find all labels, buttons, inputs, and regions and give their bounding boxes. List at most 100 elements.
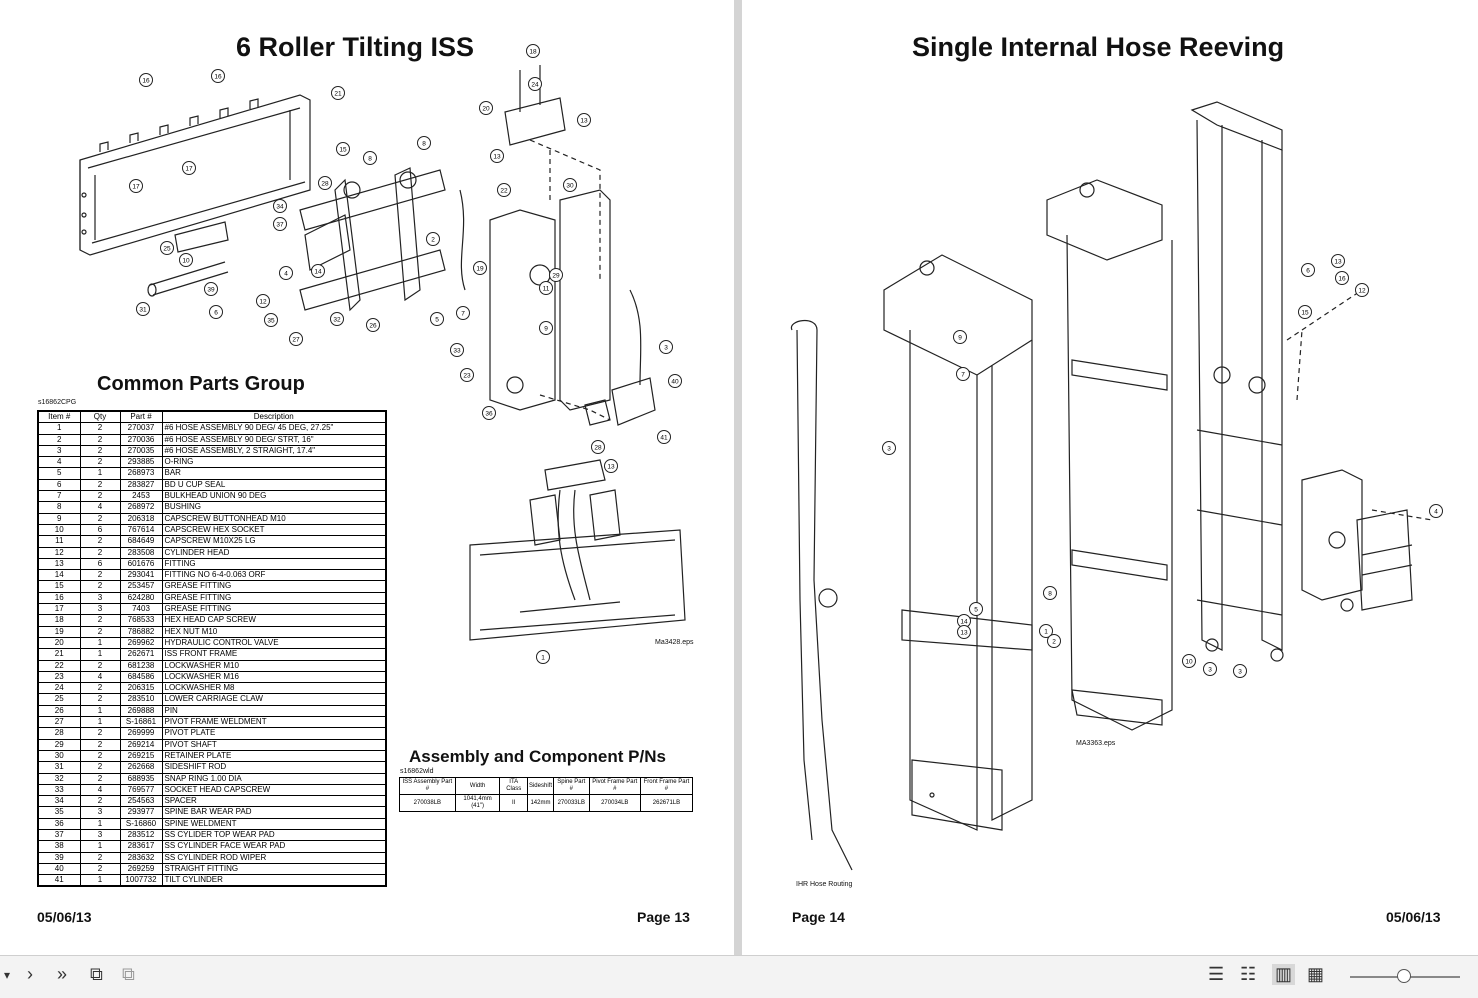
cell-qty: 2	[79, 433, 121, 446]
callout-bubble: 25	[160, 241, 174, 255]
callout-bubble: 5	[430, 312, 444, 326]
page-title-left: 6 Roller Tilting ISS	[236, 32, 475, 62]
cell-part: 2453	[119, 490, 163, 503]
callout-number: 28	[594, 444, 602, 451]
callout-number: 14	[960, 618, 968, 625]
cell-qty: 2	[79, 738, 121, 751]
callout-bubble: 35	[264, 313, 278, 327]
callout-number: 3	[1208, 666, 1212, 673]
callout-bubble: 12	[256, 294, 270, 308]
callout-number: 3	[664, 344, 668, 351]
cell-qty: 1	[79, 840, 121, 853]
cell-part: 283827	[119, 478, 163, 492]
assembly-cell: 270033LB	[552, 794, 590, 812]
callout-number: 28	[321, 180, 329, 187]
assembly-code: s16862wld	[400, 768, 434, 775]
cell-part: 293977	[119, 806, 163, 819]
callout-number: 27	[292, 336, 300, 343]
cell-part: 269214	[119, 738, 163, 751]
callout-bubble: 5	[969, 602, 983, 616]
last-page-icon[interactable]: »	[57, 964, 68, 984]
cell-item: 37	[37, 828, 81, 842]
cell-qty: 1	[79, 874, 121, 887]
callout-bubble: 11	[539, 281, 553, 295]
callout-number: 4	[284, 270, 288, 277]
cell-part: 283632	[119, 851, 163, 864]
cell-item: 27	[37, 716, 81, 729]
cell-qty: 1	[79, 817, 121, 830]
cell-qty: 2	[79, 625, 121, 638]
single-page-icon[interactable]: ☰	[1208, 964, 1225, 984]
callout-bubble: 28	[318, 176, 332, 190]
callout-bubble: 34	[273, 199, 287, 213]
cell-part: 769577	[119, 783, 163, 797]
callout-number: 19	[476, 265, 484, 272]
callout-number: 11	[543, 285, 550, 292]
assembly-cell: 142mm	[526, 794, 554, 812]
drawing-label-left: Ma3428.eps	[655, 639, 694, 646]
callout-bubble: 29	[549, 268, 563, 282]
callout-bubble: 1	[1039, 624, 1053, 638]
cell-description: SPINE WELDMENT	[161, 817, 387, 830]
callout-number: 13	[493, 153, 501, 160]
callout-number: 7	[961, 371, 965, 378]
cell-part: 293041	[119, 569, 163, 582]
callout-number: 39	[207, 286, 215, 293]
date-left: 05/06/13	[37, 909, 92, 925]
continuous-icon[interactable]: ☷	[1240, 964, 1257, 984]
callout-number: 34	[276, 203, 284, 210]
cell-part: 269999	[119, 727, 163, 740]
two-page-icon[interactable]: ▥	[1272, 964, 1296, 985]
callout-bubble: 17	[129, 179, 143, 193]
dropdown-arrow-icon[interactable]: ▾	[4, 968, 11, 982]
cell-part: 1007732	[119, 874, 163, 887]
callout-bubble: 16	[139, 73, 153, 87]
page-number-left: Page 13	[637, 909, 690, 925]
cell-qty: 1	[79, 467, 121, 480]
callout-bubble: 30	[563, 178, 577, 192]
callout-number: 2	[431, 236, 435, 243]
assembly-col: Front Frame Part #	[639, 777, 694, 795]
cell-part: 269888	[119, 704, 163, 718]
cell-qty: 1	[79, 704, 121, 718]
callout-bubble: 19	[473, 261, 487, 275]
cell-description: PIVOT FRAME WELDMENT	[161, 716, 387, 729]
mast-drawing-right	[791, 101, 1433, 871]
callout-number: 8	[368, 155, 372, 162]
cell-qty: 2	[79, 749, 121, 763]
callout-bubble: 7	[456, 306, 470, 320]
cell-description: SS CYLINDER FACE WEAR PAD	[161, 840, 387, 853]
page-title-right: Single Internal Hose Reeving	[912, 32, 1285, 62]
cell-part: 768533	[119, 614, 163, 627]
cell-qty: 3	[79, 603, 121, 616]
fit-page-icon[interactable]: ⧉	[90, 964, 103, 984]
callout-bubble: 20	[479, 101, 493, 115]
callout-number: 1	[541, 654, 545, 661]
zoom-slider-knob[interactable]	[1397, 969, 1411, 983]
callout-number: 18	[529, 48, 537, 55]
cell-part: 269259	[119, 862, 163, 876]
callout-bubble: 39	[204, 282, 218, 296]
callout-number: 12	[1358, 287, 1366, 294]
cell-qty: 2	[79, 851, 121, 864]
callout-number: 15	[339, 146, 347, 153]
rotate-icon[interactable]: ⧉	[122, 964, 135, 984]
grid-icon[interactable]: ▦	[1307, 964, 1325, 984]
cell-part: S-16860	[119, 817, 163, 830]
cell-qty: 2	[79, 478, 121, 492]
callout-number: 24	[531, 81, 539, 88]
cell-item: 26	[37, 704, 81, 718]
callout-bubble: 22	[497, 183, 511, 197]
callout-number: 14	[314, 268, 322, 275]
next-page-icon[interactable]: ›	[27, 964, 33, 984]
common-parts-title: Common Parts Group	[97, 373, 305, 395]
